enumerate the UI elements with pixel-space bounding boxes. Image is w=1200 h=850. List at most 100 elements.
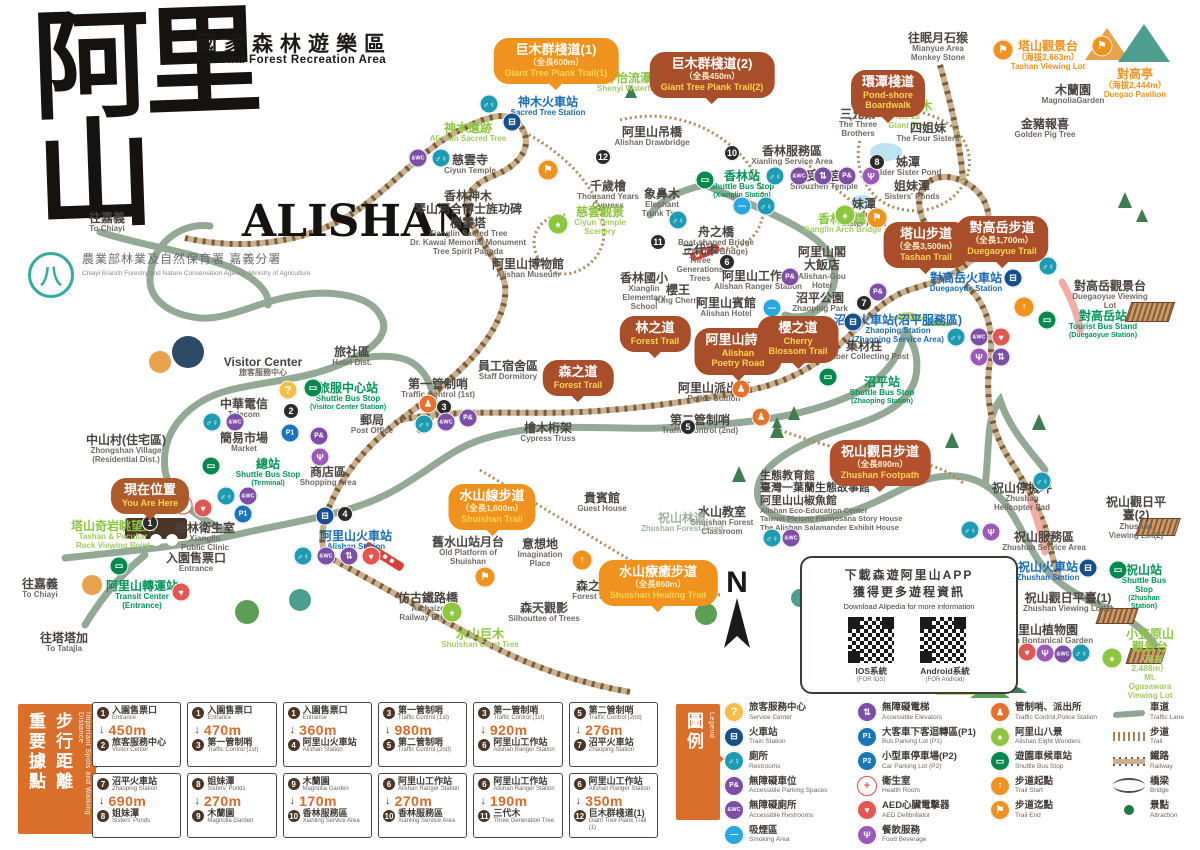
trail-symbol xyxy=(1113,732,1145,742)
tree-icon: ♠ xyxy=(547,213,569,235)
restroom-icon: ♂♀ xyxy=(431,148,451,168)
apark-icon: P& xyxy=(780,267,800,287)
flagend-icon: ⚑ xyxy=(866,207,888,229)
elevator-icon: ⇅ xyxy=(339,546,359,566)
bus-icon: ▭ xyxy=(990,751,1010,772)
tree-icon: ♠ xyxy=(990,726,1010,747)
awc-icon: &WC xyxy=(408,148,428,168)
restroom-icon: ♂♀ xyxy=(479,94,499,114)
app-line3: Download Alipedia for more information xyxy=(843,602,975,611)
restroom-icon: ♂♀ xyxy=(293,546,313,566)
aed-icon: ♥ xyxy=(1017,642,1037,662)
tree-icon: ♠ xyxy=(1101,647,1123,669)
restroom-icon: ♂♀ xyxy=(765,166,785,186)
awc-icon: &WC xyxy=(789,166,809,186)
restroom-icon: ♂♀ xyxy=(724,751,744,772)
poi-mt-ogasawara-viewing: 小笠原山 觀景台（海拔2,488m）Mt. Ogasawara Viewing … xyxy=(1125,627,1174,700)
red-train xyxy=(362,541,406,572)
qr-code-android xyxy=(920,617,967,663)
smoke-icon: — xyxy=(724,824,744,845)
subtitle-en: National Forest Recreation Area xyxy=(196,54,387,66)
control-icon: ♟ xyxy=(751,407,771,427)
legend-header: 圖例 Legend xyxy=(676,704,724,820)
awc-icon: &WC xyxy=(225,412,245,432)
number-icon: 4 xyxy=(337,506,353,522)
p1-icon: P1 xyxy=(233,504,253,524)
bus-icon: ▭ xyxy=(201,456,221,476)
bus-icon: ▭ xyxy=(109,556,129,576)
restroom-icon: ♂♀ xyxy=(668,210,688,230)
app-line2: 獲得更多遊程資訊 xyxy=(852,585,965,599)
aed-icon: ♥ xyxy=(991,327,1011,347)
duegaoyue-viewing-lot-hatch xyxy=(1124,302,1176,322)
tree-icon: ♠ xyxy=(441,601,463,623)
elevator-icon: ⇅ xyxy=(991,347,1011,367)
restroom-icon: ♂♀ xyxy=(960,520,980,540)
qr-code-ios xyxy=(848,617,895,663)
number-icon: 12 xyxy=(595,149,611,165)
number-icon: 8 xyxy=(869,154,885,170)
apark-icon: P& xyxy=(458,408,478,428)
rail-symbol xyxy=(1113,756,1145,767)
restroom-icon: ♂♀ xyxy=(762,528,782,548)
zhushan-viewing-lot1-hatch xyxy=(1095,608,1139,624)
control-icon: ♟ xyxy=(990,702,1010,723)
food-icon: Ψ xyxy=(1035,643,1055,663)
number-icon: 11 xyxy=(650,234,666,250)
restroom-icon: ♂♀ xyxy=(1071,643,1091,663)
poi-giant-tree-trail-1: 巨木群棧道(1)（全長600m）Giant Tree Plank Trail(1… xyxy=(493,38,619,91)
elevator-icon: ⇅ xyxy=(857,702,877,723)
flagstart-icon: ↑ xyxy=(1013,296,1035,318)
lane-symbol xyxy=(1113,709,1145,718)
aed-icon: ♥ xyxy=(171,582,191,602)
control-icon: ♟ xyxy=(418,394,438,414)
awc-icon: &WC xyxy=(436,412,456,432)
number-icon: 10 xyxy=(724,145,740,161)
zhushan-viewing-lot2-hatch xyxy=(1135,518,1181,536)
